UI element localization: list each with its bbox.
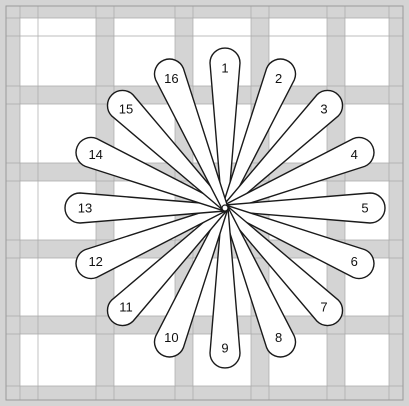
petal-label-12: 12: [88, 254, 102, 269]
petal-label-3: 3: [320, 102, 327, 117]
petal-label-2: 2: [275, 71, 282, 86]
petal-label-6: 6: [351, 254, 358, 269]
petal-label-14: 14: [88, 147, 102, 162]
centre-knot: [222, 205, 228, 211]
canvas-cell: [345, 334, 389, 386]
petal-label-8: 8: [275, 330, 282, 345]
petal-label-10: 10: [164, 330, 178, 345]
canvas-cell: [345, 18, 389, 86]
petal-label-9: 9: [221, 341, 228, 356]
petal-label-7: 7: [320, 300, 327, 315]
petal-label-16: 16: [164, 71, 178, 86]
canvas-cell: [20, 334, 96, 386]
canvas-cell: [20, 18, 96, 86]
petal-label-5: 5: [361, 201, 368, 216]
petal-label-13: 13: [78, 201, 92, 216]
petal-label-4: 4: [351, 147, 358, 162]
petal-label-15: 15: [119, 102, 133, 117]
petal-label-1: 1: [221, 61, 228, 76]
petal-label-11: 11: [119, 300, 133, 315]
